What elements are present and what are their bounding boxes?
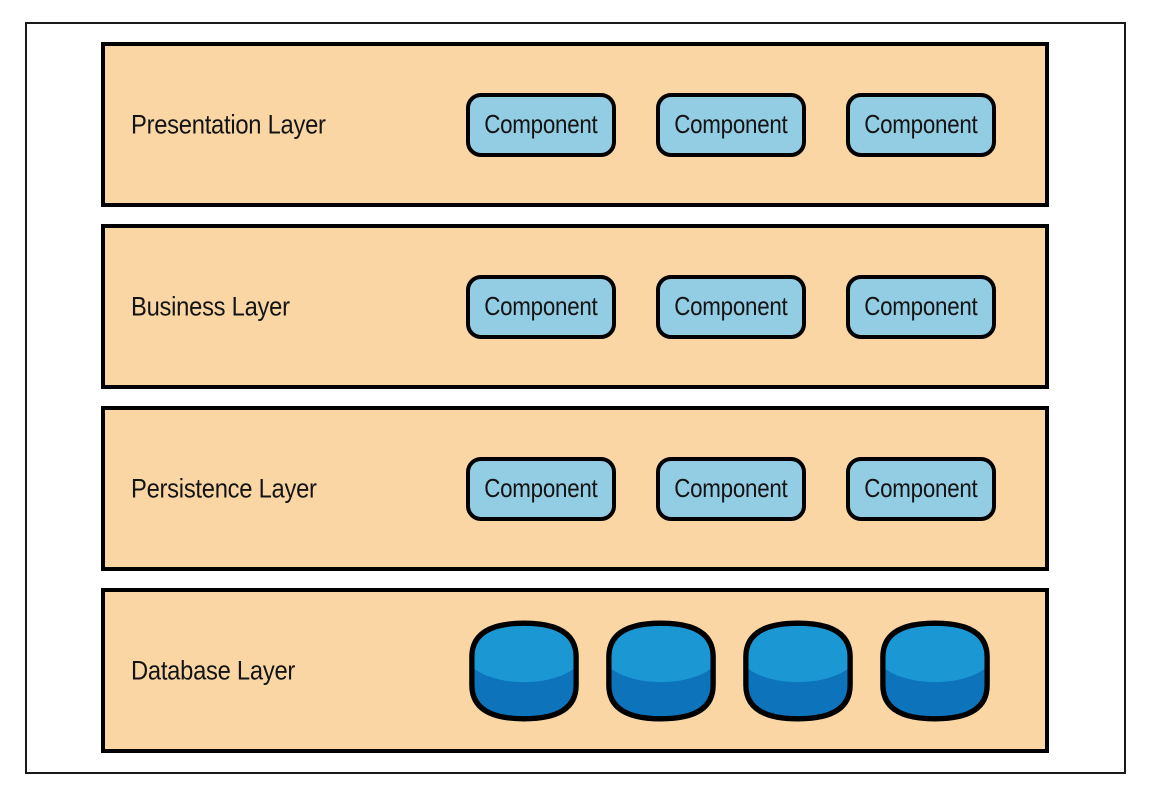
component-label: Component — [484, 473, 598, 503]
diagram-frame: Presentation Layer Component Component C… — [25, 22, 1126, 774]
component-label: Component — [674, 109, 788, 139]
layer-business: Business Layer Component Component Compo… — [101, 224, 1049, 389]
layer-persistence-label: Persistence Layer — [131, 473, 342, 504]
database-cylinder-icon — [743, 620, 853, 721]
presentation-components-row: Component Component Component — [466, 92, 996, 157]
component-label: Component — [864, 473, 978, 503]
component-box: Component — [846, 456, 996, 521]
component-label: Component — [674, 473, 788, 503]
component-box: Component — [466, 92, 616, 157]
layer-database: Database Layer — [101, 588, 1049, 753]
persistence-components-row: Component Component Component — [466, 456, 996, 521]
layer-presentation-label-text: Presentation Layer — [131, 109, 326, 139]
layer-persistence: Persistence Layer Component Component Co… — [101, 406, 1049, 571]
component-label: Component — [674, 291, 788, 321]
database-cylinder-icon — [469, 620, 579, 721]
component-box: Component — [656, 274, 806, 339]
database-cylinder-icon — [606, 620, 716, 721]
layer-business-label: Business Layer — [131, 291, 311, 322]
component-box: Component — [846, 274, 996, 339]
layer-presentation: Presentation Layer Component Component C… — [101, 42, 1049, 207]
component-label: Component — [484, 109, 598, 139]
component-label: Component — [864, 109, 978, 139]
layer-database-label: Database Layer — [131, 655, 317, 686]
component-box: Component — [466, 456, 616, 521]
layer-database-label-text: Database Layer — [131, 655, 296, 685]
component-box: Component — [656, 92, 806, 157]
component-label: Component — [864, 291, 978, 321]
layer-business-label-text: Business Layer — [131, 291, 290, 321]
component-box: Component — [656, 456, 806, 521]
component-box: Component — [466, 274, 616, 339]
database-cylinder-icon — [880, 620, 990, 721]
business-components-row: Component Component Component — [466, 274, 996, 339]
database-icons-row — [468, 619, 991, 723]
component-box: Component — [846, 92, 996, 157]
layer-persistence-label-text: Persistence Layer — [131, 473, 317, 503]
layer-presentation-label: Presentation Layer — [131, 109, 352, 140]
component-label: Component — [484, 291, 598, 321]
